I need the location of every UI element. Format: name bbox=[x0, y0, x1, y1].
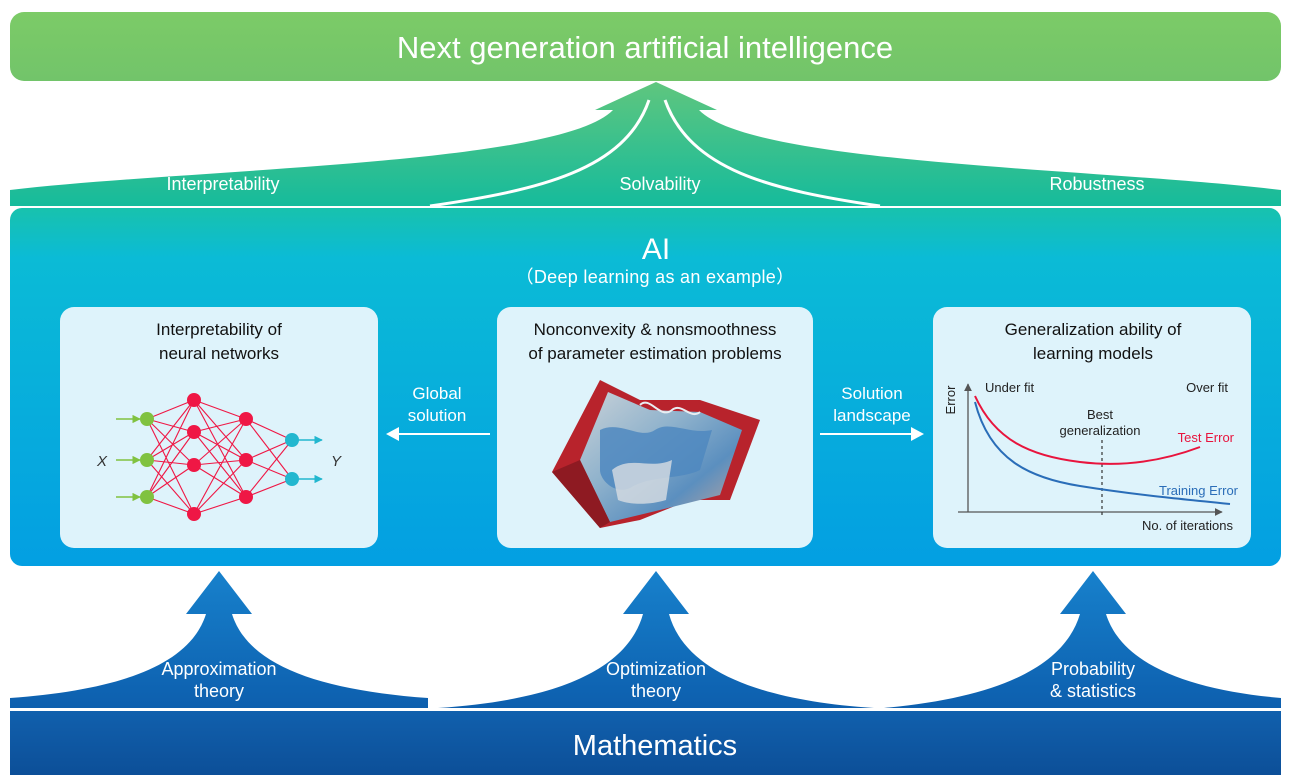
test-error-curve bbox=[974, 395, 1201, 465]
iterations-axis-label: No. of iterations bbox=[1142, 518, 1234, 533]
bottom-arch-approximation bbox=[10, 571, 428, 708]
net-connections bbox=[146, 399, 293, 515]
pillar-optimization-2: theory bbox=[631, 681, 681, 701]
best-generalization-label-1: Best bbox=[1087, 407, 1113, 422]
neural-network-illustration: X Y bbox=[96, 393, 342, 521]
card-generalization-title-1: Generalization ability of bbox=[1005, 320, 1182, 339]
pillar-optimization-1: Optimization bbox=[606, 659, 706, 679]
pillar-approximation-2: theory bbox=[194, 681, 244, 701]
net-output-label: Y bbox=[331, 453, 342, 470]
card-generalization bbox=[933, 307, 1251, 548]
card-generalization-title-2: learning models bbox=[1033, 344, 1153, 363]
input-nodes bbox=[140, 412, 154, 504]
net-input-label: X bbox=[96, 453, 108, 470]
pillar-interpretability: Interpretability bbox=[166, 174, 279, 194]
top-arch-divider-left bbox=[429, 99, 651, 208]
card-neural-networks bbox=[60, 307, 378, 548]
best-generalization-label-2: generalization bbox=[1060, 423, 1141, 438]
top-arch bbox=[10, 82, 1281, 206]
top-banner-title: Next generation artificial intelligence bbox=[397, 30, 893, 65]
pillar-probability-2: & statistics bbox=[1050, 681, 1136, 701]
training-error-label: Training Error bbox=[1159, 483, 1239, 498]
over-fit-label: Over fit bbox=[1186, 380, 1228, 395]
global-solution-label-1: Global bbox=[412, 384, 461, 403]
global-solution-label-2: solution bbox=[408, 406, 467, 425]
solution-landscape-label-1: Solution bbox=[841, 384, 902, 403]
input-arrows bbox=[116, 414, 141, 502]
ai-panel-title: AI bbox=[642, 233, 670, 266]
card-neural-networks-title-1: Interpretability of bbox=[156, 320, 282, 339]
card-nonconvexity-title-1: Nonconvexity & nonsmoothness bbox=[534, 320, 777, 339]
bottom-arch-probability bbox=[884, 571, 1281, 708]
solution-landscape-arrow: Solution landscape bbox=[820, 384, 924, 441]
test-error-label: Test Error bbox=[1178, 430, 1235, 445]
output-nodes bbox=[285, 433, 299, 486]
pillar-solvability: Solvability bbox=[619, 174, 700, 194]
loss-landscape-illustration bbox=[552, 380, 760, 528]
solution-landscape-label-2: landscape bbox=[833, 406, 911, 425]
top-arch-divider-right bbox=[663, 99, 881, 208]
training-error-curve bbox=[974, 401, 1231, 505]
error-axis-label: Error bbox=[943, 385, 958, 415]
card-neural-networks-title-2: neural networks bbox=[159, 344, 279, 363]
bottom-banner-title: Mathematics bbox=[573, 730, 737, 762]
card-nonconvexity-title-2: of parameter estimation problems bbox=[528, 344, 781, 363]
ai-panel-subtitle: （Deep learning as an example） bbox=[516, 267, 795, 287]
error-plot: Error No. of iterations Under fit Over f… bbox=[943, 380, 1239, 533]
bottom-banner bbox=[10, 711, 1281, 775]
output-arrows bbox=[298, 435, 323, 484]
pillar-approximation-1: Approximation bbox=[161, 659, 276, 679]
global-solution-arrow: Global solution bbox=[386, 384, 490, 441]
bottom-arch-optimization bbox=[438, 571, 874, 708]
hidden-nodes bbox=[187, 393, 253, 521]
pillar-robustness: Robustness bbox=[1049, 174, 1144, 194]
top-banner bbox=[10, 12, 1281, 81]
pillar-probability-1: Probability bbox=[1051, 659, 1135, 679]
under-fit-label: Under fit bbox=[985, 380, 1035, 395]
